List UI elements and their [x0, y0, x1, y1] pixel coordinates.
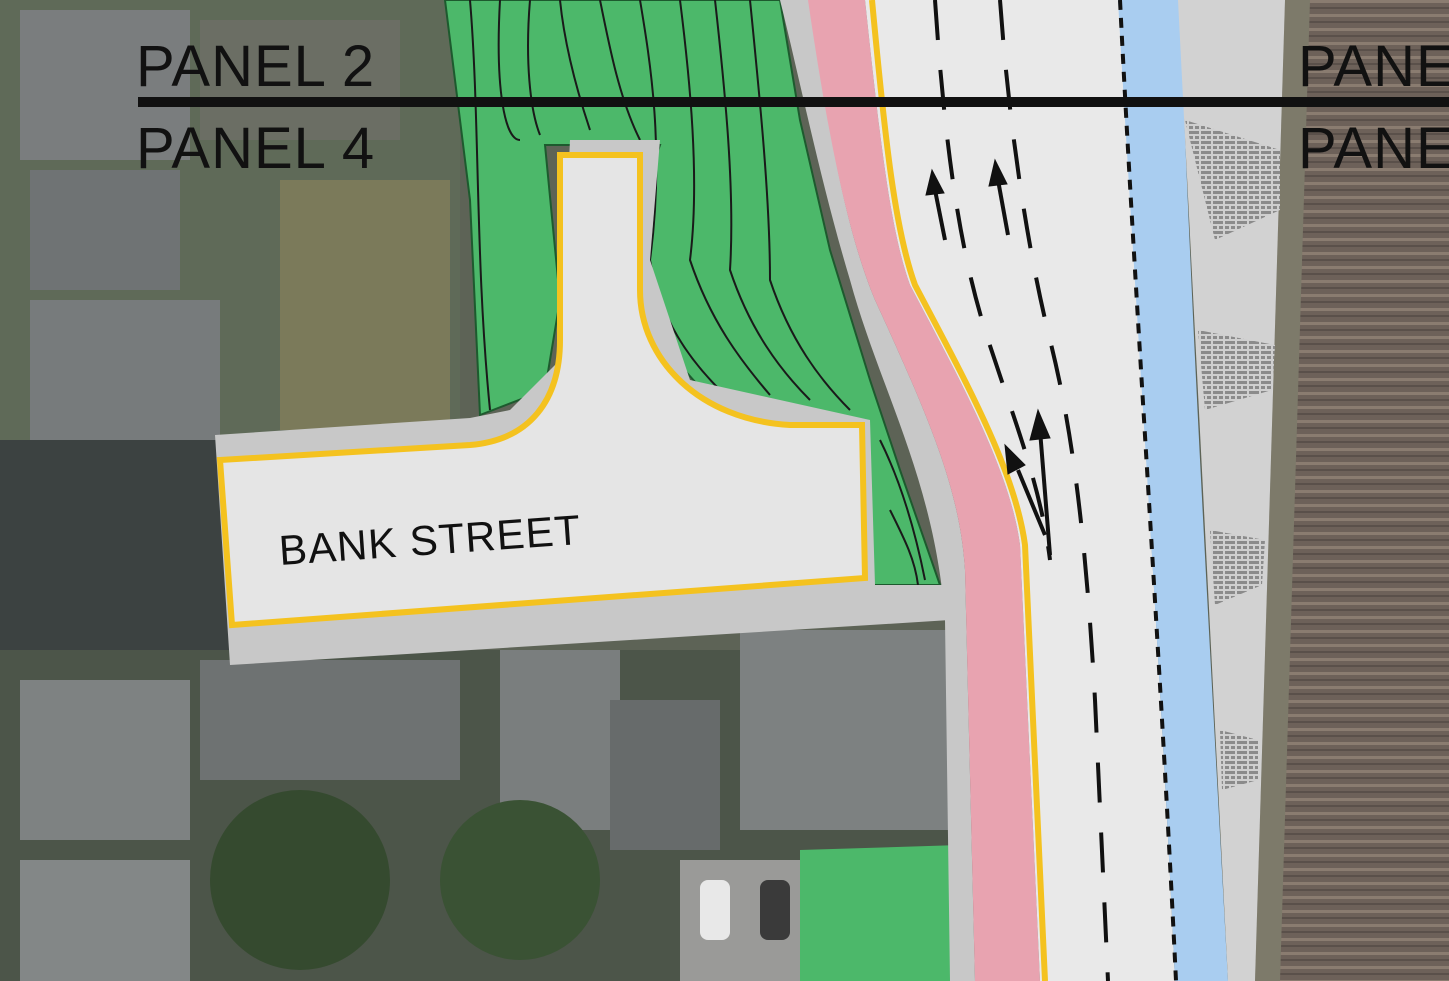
lane-line-2 [998, 0, 1110, 981]
paving-block-4 [1220, 730, 1258, 790]
water-channel [1118, 0, 1228, 981]
shadow-area [0, 440, 230, 680]
roof-7 [20, 860, 190, 981]
roof-2 [30, 170, 180, 290]
lane-arrows [925, 158, 1052, 556]
paving-block-2 [1198, 330, 1275, 410]
car-2 [760, 880, 790, 940]
roof-5 [20, 680, 190, 840]
yard-1 [280, 180, 450, 430]
contour-10 [879, 439, 926, 581]
straight-arrow-icon [925, 168, 947, 241]
cycle-track [808, 0, 1040, 981]
roof-1 [20, 10, 190, 160]
tree-1 [210, 790, 390, 970]
railway-verge [1255, 0, 1310, 981]
contour-11 [889, 509, 919, 586]
paving-block-1 [1185, 120, 1280, 240]
bank-street-carriageway [216, 152, 869, 629]
roof-9 [610, 700, 720, 850]
contour-8 [714, 0, 811, 401]
roof-10 [740, 630, 950, 830]
tree-2 [440, 800, 600, 960]
planting-area-south [800, 845, 960, 981]
kerb-line [869, 0, 1048, 981]
railway-corridor [1255, 0, 1449, 981]
contour-9 [749, 0, 851, 411]
paving-strip [1178, 0, 1285, 981]
lane-markings [933, 0, 1110, 981]
contour-1 [469, 0, 491, 411]
contour-7 [679, 0, 771, 396]
straight-left-arrow-icon [1004, 408, 1052, 556]
panel-label-top-left: PANEL 2 [136, 34, 375, 99]
roof-3 [30, 300, 220, 440]
contour-6 [639, 0, 721, 391]
bank-street-junction: BANK STREET [215, 140, 950, 665]
main-road-corridor [780, 0, 1285, 981]
main-carriageway [865, 0, 1175, 981]
paving-block-3 [1210, 530, 1265, 605]
car-1 [700, 880, 730, 940]
panel-label-bottom-left: PANEL 4 [136, 116, 375, 181]
roof-4 [200, 20, 400, 140]
channel-edge-line [1118, 0, 1178, 981]
panel-label-bottom-right: PANEL 4 [1298, 116, 1449, 181]
roof-6 [200, 660, 460, 780]
lane-line-1 [933, 0, 1052, 561]
contour-4 [559, 0, 591, 131]
main-road-footway [780, 0, 975, 981]
contour-5 [599, 0, 641, 141]
contour-3 [527, 0, 541, 136]
straight-arrow-icon [988, 158, 1010, 236]
panel-label-top-right: PANEL 2 [1298, 34, 1449, 99]
